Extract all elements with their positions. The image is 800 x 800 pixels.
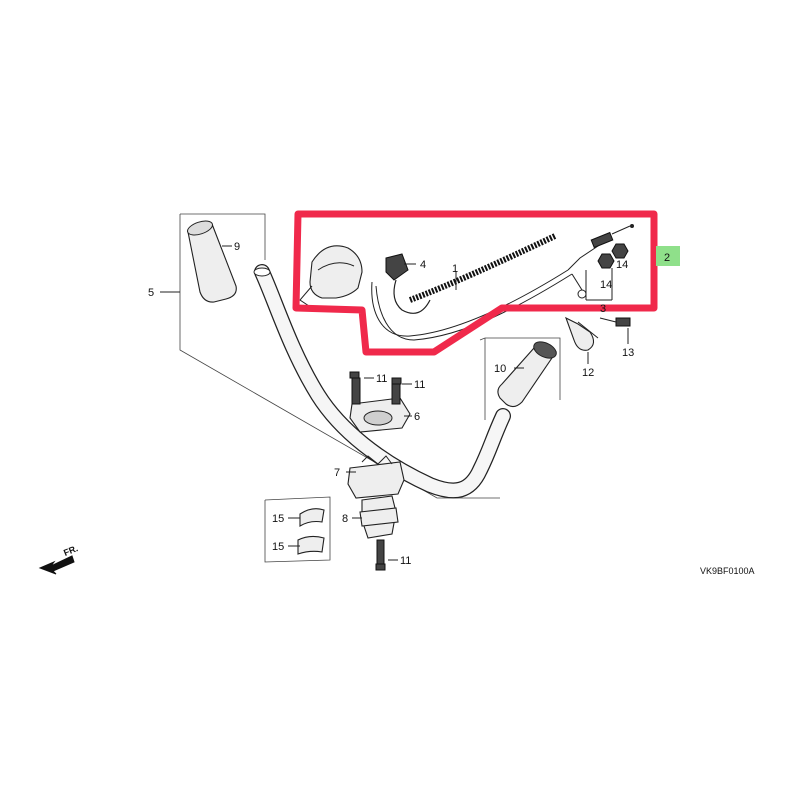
clamp-upper-part-6 [349, 377, 411, 433]
throttle-cable [371, 224, 634, 341]
bolt-part-11c [375, 563, 386, 571]
callout-15a: 15 [272, 513, 284, 525]
callout-1: 1 [452, 263, 458, 275]
switch-part-4 [385, 253, 431, 314]
bracket-part-8 [359, 495, 399, 569]
callout-9: 9 [234, 241, 240, 253]
connector-part-12 [565, 316, 599, 351]
callout-10: 10 [494, 363, 506, 375]
callout-4: 4 [420, 259, 426, 271]
clamp-lower-part-7 [347, 455, 405, 499]
grip-left-part-9 [186, 220, 237, 303]
assembly-outline-clips [264, 496, 331, 563]
callout-5: 5 [148, 287, 154, 299]
bolt-part-11b [391, 377, 402, 385]
callout-11a: 11 [376, 373, 387, 385]
callout-11c: 11 [400, 555, 411, 567]
leader-lines [160, 245, 662, 561]
arrow-left-down-icon [38, 555, 75, 575]
throttle-housing [299, 245, 363, 309]
callout-2: 2 [664, 252, 670, 264]
bolt-part-11a [349, 371, 360, 379]
callout-7: 7 [334, 467, 340, 479]
callout-12: 12 [582, 367, 594, 379]
nut-part-14b [611, 243, 629, 259]
clip-upper-part-15 [299, 508, 325, 527]
callout-15b: 15 [272, 541, 284, 553]
highlight-border [292, 210, 658, 356]
callout-13: 13 [622, 347, 634, 359]
grip-right-part-10 [497, 341, 557, 408]
direction-label: FR. [62, 543, 79, 558]
callout-14a: 14 [600, 279, 612, 291]
callout-11b: 11 [414, 379, 425, 391]
callout-14b: 14 [616, 259, 628, 271]
diagram-code: VK9BF0100A [700, 566, 755, 576]
corrugated-tube-part-1 [408, 233, 557, 303]
callout-6: 6 [414, 411, 420, 423]
callout-8: 8 [342, 513, 348, 525]
assembly-outline-main [179, 213, 500, 499]
callout-3: 3 [600, 303, 606, 315]
callout-2-badge [656, 246, 680, 266]
clip-lower-part-15 [297, 535, 325, 555]
assembly-outline-right-grip [479, 337, 561, 420]
nut-part-14a [597, 253, 615, 269]
screw-part-13 [599, 317, 631, 327]
